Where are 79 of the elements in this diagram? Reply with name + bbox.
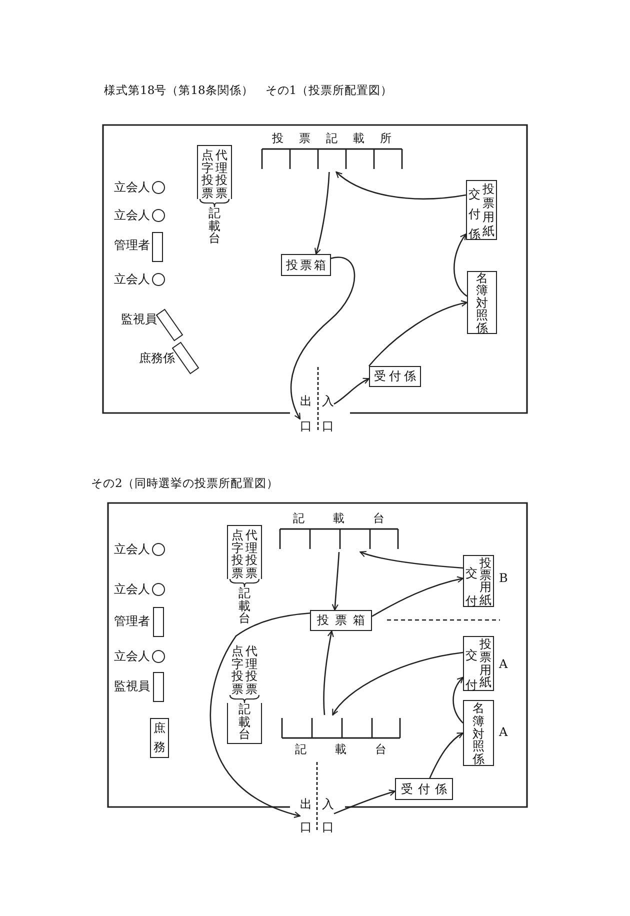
booth-label: 点字投票 [232, 529, 244, 579]
booth-heading: 記載台 [295, 741, 415, 757]
arrow [290, 256, 356, 420]
arrow [323, 630, 334, 716]
station-label: 投票用紙 [479, 557, 492, 606]
role-label: 立会人 [114, 180, 150, 194]
booth-label: 記載台 [238, 587, 250, 624]
heading: その2（同時選挙の投票所配置図） [91, 476, 278, 491]
seat-circle [152, 583, 165, 596]
booth-label: 記載台 [208, 207, 220, 244]
role-label: B [499, 571, 508, 585]
arrow [336, 171, 466, 200]
booth-label: 点字投票 [202, 149, 214, 199]
role-label: 立会人 [114, 542, 150, 556]
booth-heading: 記載台 [293, 510, 413, 526]
station-label: 交付係 [468, 186, 481, 243]
arrow [360, 550, 464, 569]
arrow [334, 378, 370, 405]
booth-label: 記載台 [238, 703, 250, 740]
arrow [210, 612, 310, 818]
desk-rectangle [153, 607, 164, 637]
seat-circle [152, 181, 165, 194]
role-label: 管理者 [114, 614, 150, 628]
seat-circle [152, 209, 165, 222]
arrow [314, 172, 330, 255]
role-label: 立会人 [114, 272, 150, 286]
station-label: 交付 [466, 565, 478, 610]
station-box [463, 700, 494, 766]
station-box [150, 718, 169, 758]
booth-label: 代理投票 [246, 645, 258, 695]
arrow [334, 790, 396, 814]
station-box [281, 254, 331, 276]
booth-label: 代理投票 [216, 149, 228, 199]
station-label: 受付係 [374, 368, 419, 385]
station-label: 名簿対照係 [476, 272, 488, 334]
role-label: 立会人 [114, 649, 150, 663]
station-label: 投票用紙 [479, 638, 492, 690]
station-label: 庶務 [154, 720, 166, 756]
station-label: 投票箱 [317, 612, 371, 629]
station-box [466, 180, 497, 240]
role-label: 管理者 [114, 238, 150, 252]
role-label: 立会人 [114, 582, 150, 596]
role-label: 庶務係 [139, 351, 175, 365]
desk-rectangle [153, 672, 164, 702]
role-label: A [499, 725, 508, 739]
seat-circle [152, 273, 165, 286]
station-box [310, 610, 372, 631]
seat-circle [152, 543, 165, 556]
station-label: 受付係 [401, 780, 452, 798]
role-label: 監視員 [114, 679, 150, 693]
station-label: 投票用紙 [482, 182, 494, 238]
station-box [395, 778, 453, 800]
arrow [368, 300, 468, 366]
arrow [332, 552, 340, 611]
doorway-label: 入口 [322, 393, 334, 435]
station-box [369, 366, 421, 387]
doorway-label: 出口 [300, 393, 312, 435]
station-box [467, 271, 497, 334]
station-label: 名簿対照係 [472, 702, 484, 766]
station-box [463, 555, 494, 607]
station-label: 投票箱 [286, 256, 328, 274]
role-label: A [499, 657, 508, 671]
role-label: 立会人 [114, 208, 150, 222]
station-label: 交付 [466, 647, 478, 694]
arrow [453, 233, 468, 297]
arrow [429, 732, 464, 778]
desk-rectangle [152, 232, 163, 262]
arrow [332, 652, 464, 716]
booth-label: 点字投票 [232, 645, 244, 695]
booth-heading: 投票記載所 [272, 130, 407, 146]
role-label: 監視員 [121, 312, 157, 326]
arrow [452, 676, 464, 724]
heading: 様式第18号（第18条関係） その1（投票所配置図） [104, 83, 393, 98]
arrow [372, 576, 464, 617]
doorway-label: 入口 [322, 796, 334, 836]
doorway-label: 出口 [300, 796, 312, 836]
seat-circle [152, 650, 165, 663]
booth-label: 代理投票 [246, 529, 258, 579]
station-box [463, 636, 494, 691]
